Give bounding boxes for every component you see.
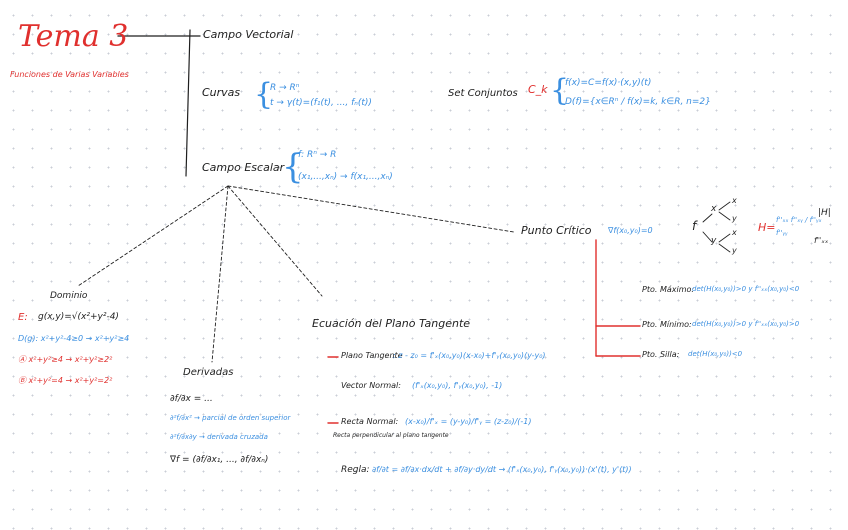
level-sets-label: Set Conjuntos <box>448 88 518 99</box>
min-point-label: Pto. Mínimo: <box>642 320 692 329</box>
scalar-field-line-2: (x₁,...,xₙ) → f(x₁,...,xₙ) <box>298 172 393 182</box>
curves-line-2: t → γ(t)=(f₁(t), ..., fₙ(t)) <box>270 98 372 108</box>
max-point-label: Pto. Máximo: <box>642 285 695 294</box>
curves-brace: { <box>254 77 274 112</box>
tree-leaf: x <box>732 196 737 205</box>
derivatives-line-1: ∂f/∂x = ... <box>170 394 213 404</box>
hessian-side: f''ₓₓ <box>814 236 829 245</box>
domain-marker: E: <box>18 312 28 323</box>
normal-line-eq: (x-x₀)/f'ₓ = (y-y₀)/f'ᵧ = (z-z₀)/(-1) <box>405 417 532 426</box>
derivatives-label: Derivadas <box>183 367 234 378</box>
normal-line-label: Recta Normal: <box>341 417 399 426</box>
tree-branch-y: y <box>711 236 717 246</box>
tree-branch-x: x <box>711 204 717 214</box>
domain-label: Dominio <box>50 291 88 301</box>
max-point-eq: det(H(x₀,y₀))>0 y f''ₓₓ(x₀,y₀)<0 <box>692 285 800 293</box>
tangent-plane-eq-label: Plano Tangente <box>341 351 403 360</box>
tangent-plane-eq: : z - z₀ = f'ₓ(x₀,y₀)(x-x₀)+f'ᵧ(x₀,y₀)(y… <box>393 351 546 360</box>
derivatives-line-2-label: ∂²f/∂x² → parcial de orden superior <box>170 413 290 423</box>
curves-label: Curvas <box>202 86 241 99</box>
normal-line-note: Recta perpendicular al plano tangente <box>333 432 449 439</box>
critical-point-condition: ∇f(x₀,y₀)=0 <box>608 226 653 235</box>
domain-line-2: D(g): x²+y²-4≥0 → x²+y²≥4 <box>18 334 130 343</box>
saddle-point-label: Pto. Silla: <box>642 350 680 359</box>
normal-vector-eq: (f'ₓ(x₀,y₀), f'ᵧ(x₀,y₀), -1) <box>412 381 503 390</box>
chain-rule-label: Regla: <box>341 465 370 475</box>
tree-leaf: y <box>732 246 737 255</box>
campo-escalar-label: Campo Escalar <box>202 161 285 174</box>
level-sets-marker: C_k <box>528 83 548 96</box>
derivatives-line-2: ∂²f/∂x² → parcial de orden superior <box>170 414 291 422</box>
page-title: Tema 3 <box>18 19 129 54</box>
level-sets-line-2: D(f)={x∈Rⁿ / f(x)=k, k∈R, n=2} <box>565 97 711 107</box>
hessian-matrix: f''ₓₓ f''ₓᵧ / f''ᵧₓ f''ᵧᵧ <box>776 216 822 238</box>
derivatives-line-3: ∂²f/∂x∂y → derivada cruzada <box>170 433 268 441</box>
tangent-plane-label: Ecuación del Plano Tangente <box>312 317 471 330</box>
level-sets-line-1: f(x)=C=f(x)·(x,y)(t) <box>565 78 652 88</box>
curves-line-1: R → Rⁿ <box>270 83 300 93</box>
domain-line-4: Ⓑ x²+y²=4 → x²+y²=2² <box>18 376 113 385</box>
tree-leaf: y <box>732 214 737 223</box>
scalar-field-line-1: f: Rⁿ → R <box>298 150 337 160</box>
saddle-point-eq: det(H(x₀,y₀))<0 <box>688 350 743 358</box>
chain-rule-eq: ∂f/∂t = ∂f/∂x·dx/dt + ∂f/∂y·dy/dt → (f'ₓ… <box>372 465 632 474</box>
hessian-marker: H= <box>758 221 776 234</box>
tree-leaf: x <box>732 228 737 237</box>
campo-vectorial-label: Campo Vectorial <box>203 28 294 41</box>
derivatives-line-4: ∇f = (∂f/∂x₁, ..., ∂f/∂xₙ) <box>170 455 269 465</box>
page-subtitle: Funciones de Varias Variables <box>10 70 129 79</box>
level-sets-brace: { <box>550 73 570 108</box>
critical-point-label: Punto Crítico <box>521 224 592 237</box>
domain-line-3: Ⓐ x²+y²≥4 → x²+y²≥2² <box>18 355 113 364</box>
derivatives-line-3-label: ∂²f/∂x∂y → derivada cruzada <box>170 432 268 442</box>
tree-root: f <box>692 219 697 233</box>
min-point-eq: det(H(x₀,y₀))>0 y f''ₓₓ(x₀,y₀)>0 <box>692 320 800 328</box>
hessian-determinant: |H| <box>818 208 831 218</box>
normal-vector-label: Vector Normal: <box>341 381 401 390</box>
scalar-field-brace: { <box>282 147 304 187</box>
domain-function: g(x,y)=√(x²+y²-4) <box>38 312 119 322</box>
